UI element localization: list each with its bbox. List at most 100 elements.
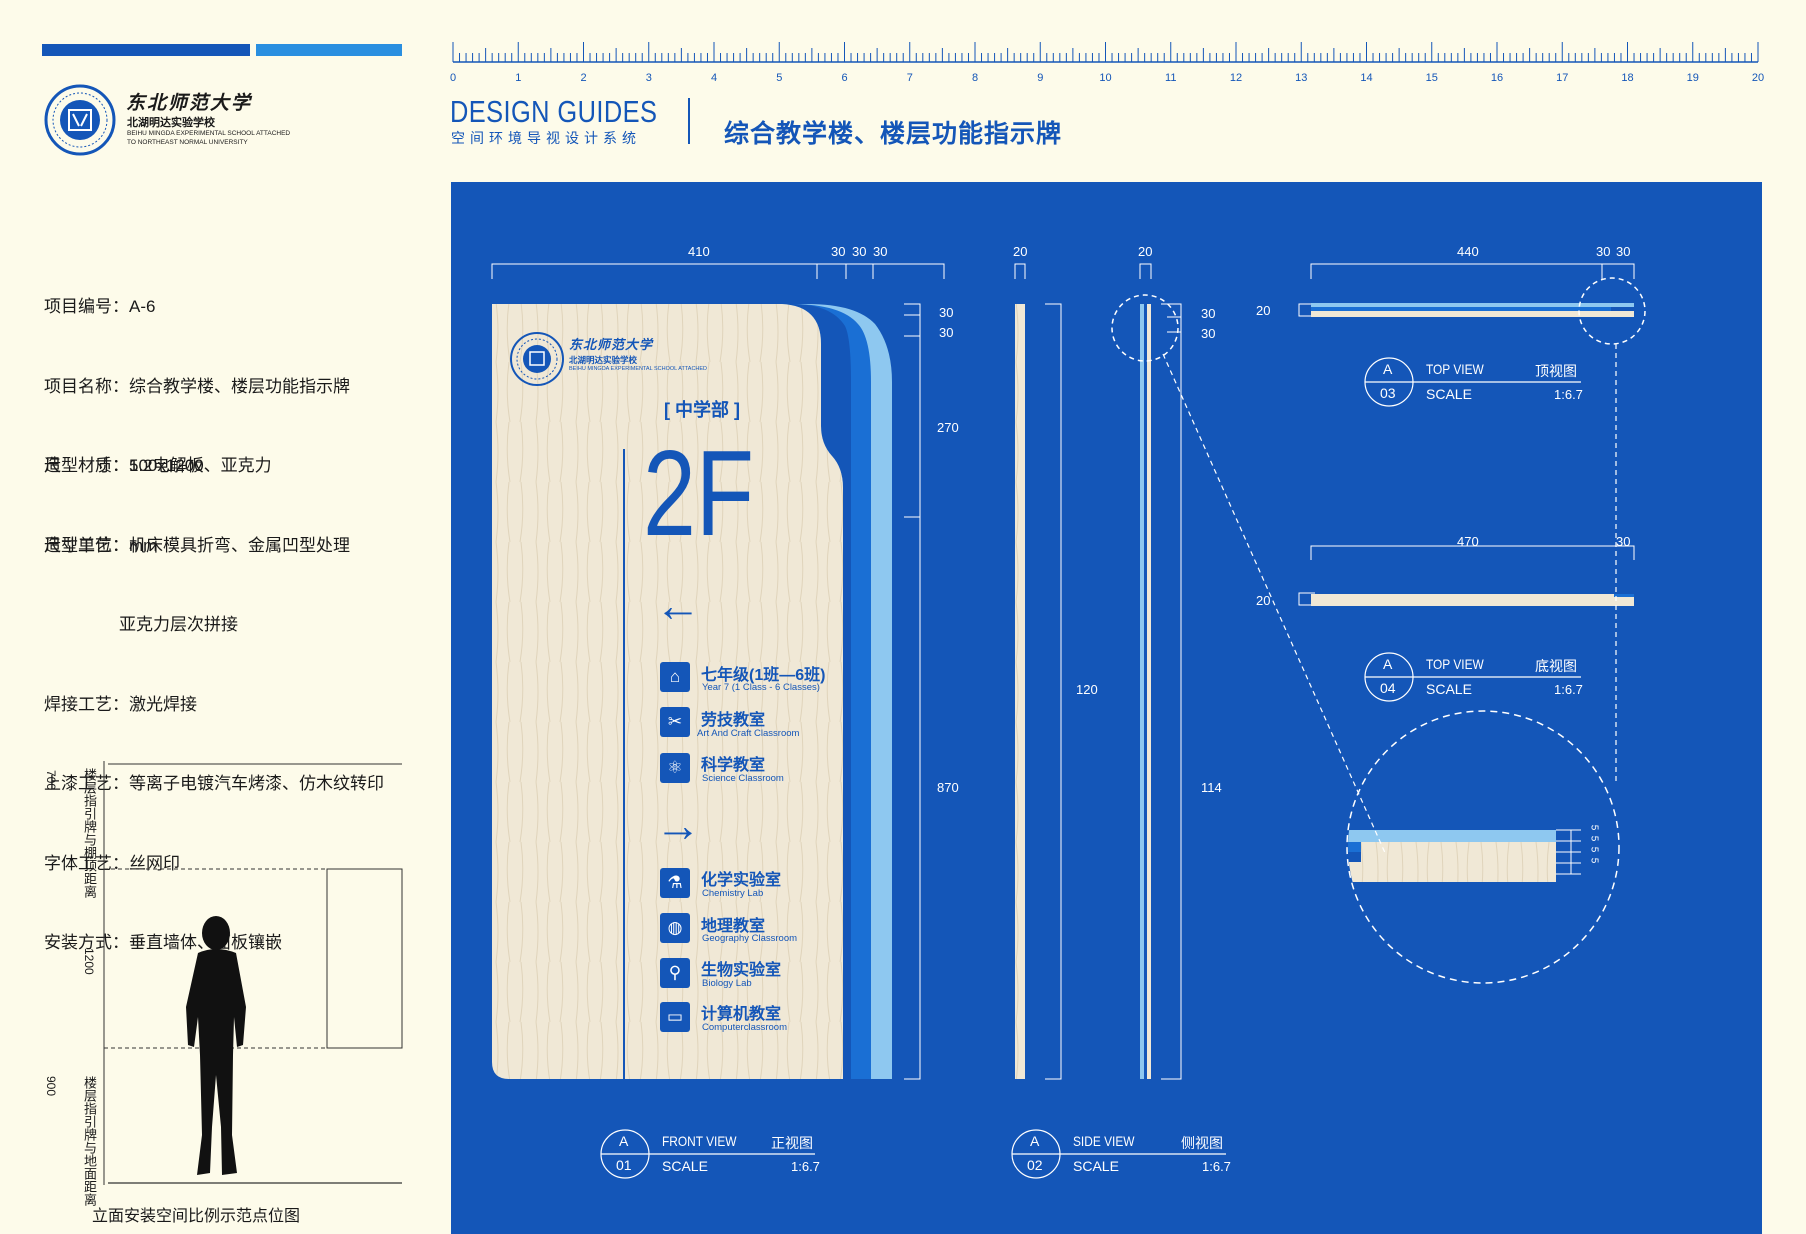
dim-front-w-a: 30 xyxy=(831,244,846,259)
view-scale: 1:6.7 xyxy=(791,1159,820,1174)
view-name-cn: 底视图 xyxy=(1535,658,1577,674)
view-letter: A xyxy=(619,1133,629,1149)
view-scale-label: SCALE xyxy=(1073,1158,1119,1174)
view-scale-label: SCALE xyxy=(1426,386,1472,402)
view-scale: 1:6.7 xyxy=(1554,387,1583,402)
ruler-label: 13 xyxy=(1295,72,1308,84)
view-scale: 1:6.7 xyxy=(1554,682,1583,697)
view-scale-label: SCALE xyxy=(1426,681,1472,697)
dim-front-h-a: 30 xyxy=(939,305,954,320)
view-name: TOP VIEW xyxy=(1426,656,1484,672)
ruler-label: 9 xyxy=(1037,72,1044,84)
ruler-label: 6 xyxy=(841,72,848,84)
dim-top-width: 440 xyxy=(1457,244,1479,259)
dim-front-width: 410 xyxy=(688,244,710,259)
dim-front-w-b: 30 xyxy=(852,244,867,259)
ruler-label: 8 xyxy=(971,72,979,84)
view-number: 04 xyxy=(1380,680,1396,696)
left-arrow-icon: ← xyxy=(655,579,701,631)
dim-front-h-c: 270 xyxy=(937,420,959,435)
spec-row: 尺 寸：500x1200 xyxy=(44,456,204,475)
ruler-label: 0 xyxy=(449,72,457,84)
dim-top-w-a: 30 xyxy=(1596,244,1611,259)
sign-item-sub: Geography Classroom xyxy=(702,933,798,944)
spec-row: 尺寸单位：mm xyxy=(44,535,158,555)
view-name: FRONT VIEW xyxy=(662,1133,737,1149)
sign-item-sub: Year 7 (1 Class - 6 Classes) xyxy=(702,682,820,693)
dim-detail-3: 5 xyxy=(1588,846,1600,853)
sign-item-sub: Science Classroom xyxy=(702,773,784,784)
tools-icon: ✂ xyxy=(660,707,690,737)
right-arrow-icon: → xyxy=(655,799,701,851)
sign-item-sub: Chemistry Lab xyxy=(702,888,764,899)
dim-side1-height: 120 xyxy=(1076,682,1098,697)
top-view-panel xyxy=(1311,303,1634,317)
dim-side2-width: 20 xyxy=(1138,244,1153,259)
dim-bottom-w-a: 30 xyxy=(1616,534,1631,549)
elevation-top-value: 700 xyxy=(44,770,58,791)
elevation-caption: 立面安装空间比例示范点位图 xyxy=(92,1208,301,1225)
sign-item-label: 计算机教室 xyxy=(701,1006,782,1023)
design-guides-title: DESIGN GUIDES xyxy=(450,94,658,129)
drawing-panel: 东北师范大学 北湖明达实验学校 BEIHU MINGDA EXPERIMENTA… xyxy=(451,182,1762,1234)
ruler-label: 1 xyxy=(515,72,522,84)
page-title: 综合教学楼、楼层功能指示牌 xyxy=(724,120,1063,148)
elevation-mid-value: 1200 xyxy=(82,948,96,975)
ruler-label: 12 xyxy=(1229,72,1243,84)
detail-section xyxy=(1348,830,1556,882)
flask-icon: ⚗ xyxy=(660,868,690,898)
sign-item-label: 劳技教室 xyxy=(701,712,766,729)
ruler-label: 11 xyxy=(1165,72,1177,84)
ruler-label: 10 xyxy=(1099,72,1112,84)
dim-detail-4: 5 xyxy=(1588,857,1600,864)
view-letter: A xyxy=(1383,361,1393,377)
process-row: 造型工艺：机床模具折弯、金属凹型处理 xyxy=(44,535,350,555)
sign-section-label: [ 中学部 ] xyxy=(664,400,740,420)
dim-front-h-b: 30 xyxy=(939,325,954,340)
spec-row: 项目名称：综合教学楼、楼层功能指示牌 xyxy=(44,376,350,396)
drawing-lines xyxy=(491,263,1646,1179)
dim-bottom-width: 470 xyxy=(1457,534,1479,549)
view-name: TOP VIEW xyxy=(1426,361,1484,377)
process-row: 上漆工艺：等离子电镀汽车烤漆、仿木纹转印 xyxy=(44,774,384,793)
process-row: 字体工艺：丝网印 xyxy=(44,853,180,873)
view-name-cn: 顶视图 xyxy=(1535,363,1577,379)
dim-bottom-depth: 20 xyxy=(1256,593,1271,608)
ruler-label: 5 xyxy=(776,72,783,84)
view-letter: A xyxy=(1383,656,1393,672)
header-bar-dark xyxy=(42,44,250,56)
atom-icon: ⚛ xyxy=(660,753,690,783)
spec-row: 项目编号：A-6 xyxy=(44,297,156,316)
process-list: 造型材质：1.2电解板、亚克力 造型工艺：机床模具折弯、金属凹型处理 亚克力层次… xyxy=(44,400,384,983)
school-logo xyxy=(44,84,116,156)
header-bar-light xyxy=(256,44,402,56)
sign-item-sub: Computerclassroom xyxy=(702,1022,787,1033)
view-name: SIDE VIEW xyxy=(1073,1133,1135,1149)
view-name-cn: 正视图 xyxy=(771,1135,813,1151)
ruler xyxy=(452,42,1759,63)
spec-list: 项目编号：A-6 项目名称：综合教学楼、楼层功能指示牌 尺 寸：500x1200… xyxy=(44,241,350,586)
sign-item-sub: Art And Craft Classroom xyxy=(697,728,800,739)
dim-side1-width: 20 xyxy=(1013,244,1028,259)
ruler-label: 15 xyxy=(1425,72,1438,84)
elevation-bottom-value: 900 xyxy=(44,1076,58,1097)
dim-side2-h-b: 30 xyxy=(1201,326,1216,341)
microscope-icon: ⚲ xyxy=(660,958,690,988)
school-sub-en-2: TO NORTHEAST NORMAL UNIVERSITY xyxy=(127,139,248,146)
sign-floor-number: 2F xyxy=(643,425,755,561)
dim-front-w-c: 30 xyxy=(873,244,888,259)
process-row: 焊接工艺：激光焊接 xyxy=(44,694,197,714)
school-sub-en-1: BEIHU MINGDA EXPERIMENTAL SCHOOL ATTACHE… xyxy=(127,130,291,137)
dim-side2-h-c: 114 xyxy=(1201,780,1222,795)
header-divider xyxy=(688,98,690,144)
view-number: 01 xyxy=(616,1157,632,1173)
dim-top-w-b: 30 xyxy=(1616,244,1631,259)
sign-item-label: 生物实验室 xyxy=(701,962,782,979)
sign-school-name: 东北师范大学 xyxy=(569,338,654,353)
dim-side2-h-a: 30 xyxy=(1201,306,1216,321)
design-guides-cn: 空间环境导视设计系统 xyxy=(451,130,641,146)
view-name-cn: 侧视图 xyxy=(1181,1135,1223,1151)
side-view-1 xyxy=(1015,304,1025,1079)
ruler-label: 20 xyxy=(1751,72,1765,84)
sign-item-sub: Biology Lab xyxy=(702,978,752,989)
